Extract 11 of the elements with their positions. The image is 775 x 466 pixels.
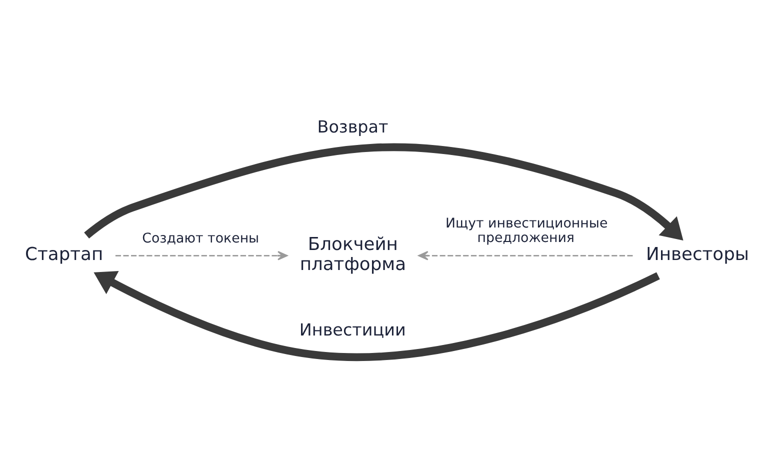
- arrow: [418, 250, 633, 260]
- node-text: Инвесторы: [646, 244, 750, 265]
- node-text: Стартап: [25, 244, 104, 265]
- edge-label: Ищут инвестиционные предложения: [445, 216, 608, 246]
- arrow: [94, 271, 660, 361]
- arrow: [84, 144, 684, 240]
- edge-label: Создают токены: [142, 231, 260, 246]
- arrow: [115, 250, 288, 260]
- edge-label: Инвестиции: [299, 319, 406, 340]
- edge-label: Возврат: [317, 116, 388, 136]
- node-text: Блокчейн платформа: [300, 234, 406, 275]
